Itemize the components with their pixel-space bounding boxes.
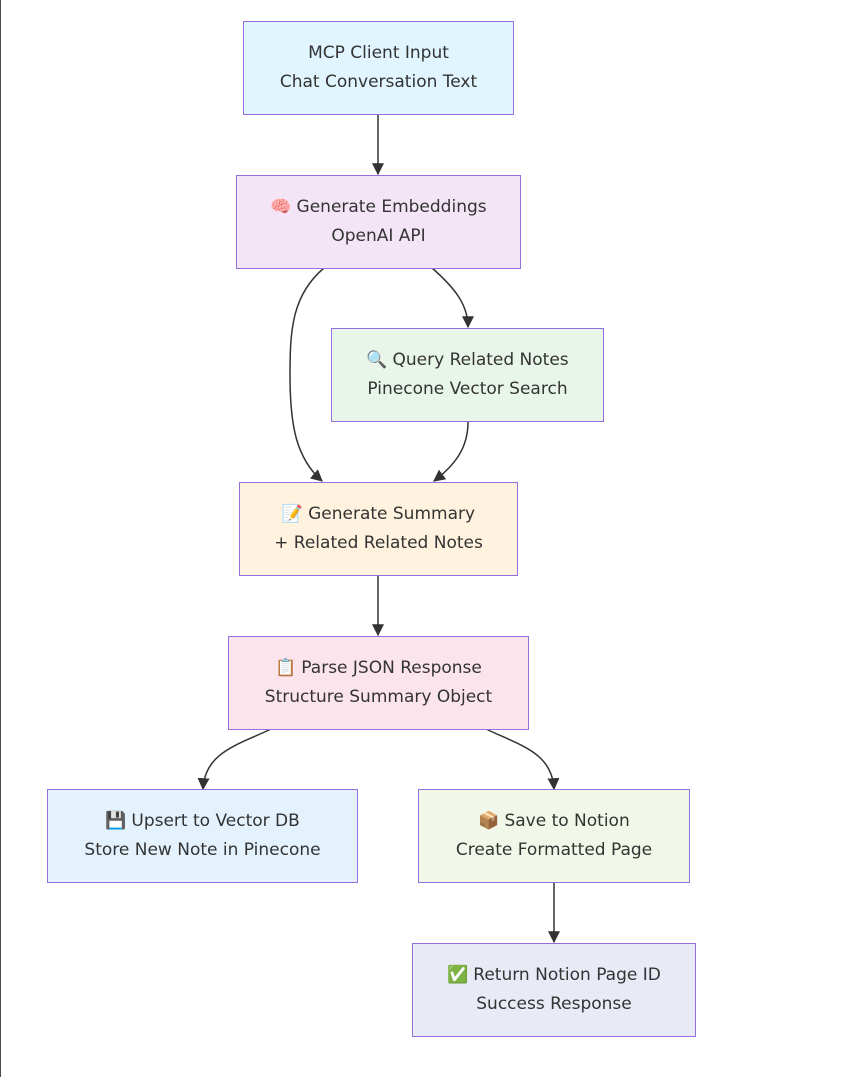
node-save-to-notion-title: Save to Notion	[504, 811, 630, 831]
node-parse-json-response-title-row: 📋Parse JSON Response	[275, 654, 482, 683]
node-upsert-vector-db-subtitle: Store New Note in Pinecone	[84, 840, 321, 860]
node-return-notion-page-id-subtitle: Success Response	[476, 994, 632, 1014]
node-query-related-notes-title-row: 🔍Query Related Notes	[366, 346, 568, 375]
edge-embeddings-to-query-notes	[431, 267, 474, 329]
node-save-to-notion-title-row: 📦Save to Notion	[478, 807, 629, 836]
node-upsert-vector-db: 💾Upsert to Vector DB Store New Note in P…	[47, 789, 358, 883]
node-upsert-vector-db-title-row: 💾Upsert to Vector DB	[105, 807, 300, 836]
node-client-input-subtitle: Chat Conversation Text	[279, 72, 478, 92]
node-generate-summary-title: Generate Summary	[308, 504, 476, 524]
edge-parse-json-to-upsert	[197, 728, 272, 791]
node-parse-json-response-subtitle: Structure Summary Object	[264, 687, 493, 707]
node-return-notion-page-id-title: Return Notion Page ID	[473, 965, 661, 985]
magnifying-glass-icon: 🔍	[366, 350, 388, 370]
edge-parse-json-to-save-notion	[485, 728, 560, 791]
edge-query-notes-to-summary	[433, 421, 469, 482]
node-save-to-notion-subtitle: Create Formatted Page	[455, 840, 653, 860]
node-return-notion-page-id-title-row: ✅Return Notion Page ID	[447, 961, 661, 990]
node-generate-embeddings-title-row: 🧠Generate Embeddings	[270, 193, 486, 222]
node-query-related-notes: 🔍Query Related Notes Pinecone Vector Sea…	[331, 328, 604, 422]
node-parse-json-response-title: Parse JSON Response	[301, 658, 482, 678]
node-generate-embeddings-title: Generate Embeddings	[296, 197, 487, 217]
node-generate-embeddings-subtitle: OpenAI API	[331, 226, 426, 246]
node-query-related-notes-title: Query Related Notes	[392, 350, 569, 370]
node-client-input-title: MCP Client Input	[308, 43, 449, 63]
node-upsert-vector-db-title: Upsert to Vector DB	[131, 811, 300, 831]
memo-icon: 📝	[281, 504, 304, 524]
floppy-disk-icon: 💾	[105, 811, 127, 831]
node-generate-summary-subtitle: + Related Related Notes	[274, 533, 483, 553]
clipboard-icon: 📋	[275, 658, 297, 678]
node-parse-json-response: 📋Parse JSON Response Structure Summary O…	[228, 636, 529, 730]
node-return-notion-page-id: ✅Return Notion Page ID Success Response	[412, 943, 696, 1037]
node-save-to-notion: 📦Save to Notion Create Formatted Page	[418, 789, 690, 883]
brain-icon: 🧠	[270, 197, 292, 217]
check-mark-icon: ✅	[447, 965, 469, 985]
canvas-left-border	[0, 0, 1, 1077]
node-generate-embeddings: 🧠Generate Embeddings OpenAI API	[236, 175, 521, 269]
node-query-related-notes-subtitle: Pinecone Vector Search	[367, 379, 568, 399]
node-generate-summary-title-row: 📝Generate Summary	[282, 500, 475, 529]
node-generate-summary: 📝Generate Summary + Related Related Note…	[239, 482, 518, 576]
node-client-input: MCP Client Input Chat Conversation Text	[243, 21, 514, 115]
package-icon: 📦	[478, 811, 500, 831]
edge-embeddings-to-summary	[289, 267, 325, 482]
